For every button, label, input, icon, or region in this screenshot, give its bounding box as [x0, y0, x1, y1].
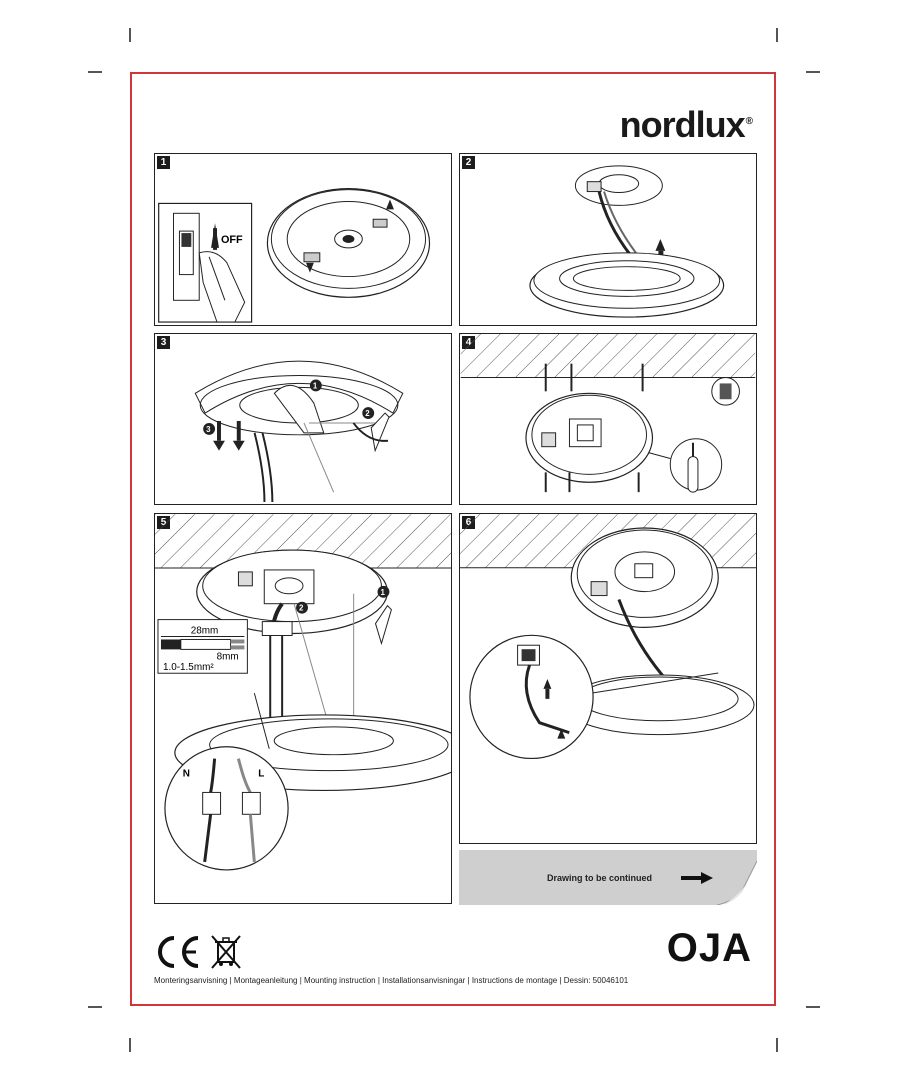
step-3-illustration: 1 2 3	[194, 360, 404, 503]
step-number: 2	[462, 156, 475, 169]
step-5-panel: 5 1 2 28mm	[154, 513, 452, 904]
page-frame: nordlux® 1 OFF 2	[130, 72, 776, 1006]
footer-text: Monteringsanvisning | Montageanleitung |…	[154, 976, 629, 985]
continue-text: Drawing to be continued	[547, 873, 652, 883]
step-6-panel: 6	[459, 513, 757, 844]
step-1-panel: 1 OFF	[154, 153, 452, 326]
crop-mark	[129, 1038, 131, 1052]
step-4-illustration	[460, 334, 756, 493]
arrow-right-icon	[681, 872, 713, 884]
step-3-panel: 3 1 2 3	[154, 333, 452, 505]
crop-mark	[88, 1006, 102, 1008]
step-number: 3	[157, 336, 170, 349]
ce-mark-icon	[158, 936, 199, 968]
callout-1: 1	[313, 381, 318, 390]
crop-mark	[776, 28, 778, 42]
brand-logo: nordlux®	[619, 104, 753, 146]
page-curl-icon	[717, 861, 757, 905]
wire-section-label: 1.0-1.5mm²	[163, 662, 214, 673]
crop-mark	[776, 1038, 778, 1052]
callout-3: 3	[206, 425, 211, 434]
crop-mark	[129, 28, 131, 42]
crop-mark	[88, 71, 102, 73]
callout-2: 2	[365, 409, 370, 418]
step-5-illustration: 1 2 28mm 8mm 1.0-1.5mm²	[155, 514, 451, 871]
continue-banner: Drawing to be continued	[459, 850, 757, 905]
certification-marks	[158, 935, 241, 969]
callout-2: 2	[299, 604, 304, 613]
off-label: OFF	[221, 234, 243, 246]
neutral-label: N	[183, 769, 190, 780]
step-2-panel: 2	[459, 153, 757, 326]
callout-1: 1	[380, 588, 385, 597]
crossed-out-bin-icon	[211, 935, 241, 969]
live-label: L	[258, 769, 264, 780]
step-4-panel: 4	[459, 333, 757, 505]
crop-mark	[806, 71, 820, 73]
step-number: 1	[157, 156, 170, 169]
product-model: OJA	[666, 926, 752, 970]
brand-name: nordlux	[619, 104, 746, 145]
step-6-illustration	[460, 514, 756, 760]
step-2-illustration	[529, 165, 725, 318]
step-1-illustration: OFF	[158, 188, 431, 323]
strip-length-label: 28mm	[191, 626, 219, 637]
registered-mark: ®	[745, 116, 753, 127]
strip-end-label: 8mm	[217, 651, 239, 662]
crop-mark	[806, 1006, 820, 1008]
